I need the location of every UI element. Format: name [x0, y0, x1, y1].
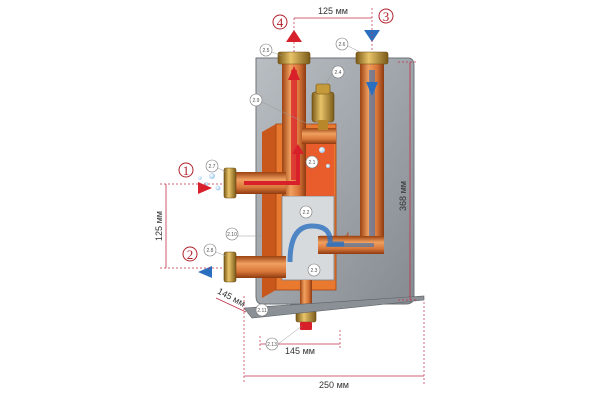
cold-outlet-pipe — [232, 256, 286, 278]
dimension-lines — [160, 8, 425, 384]
port-2-label: 2 — [187, 247, 194, 262]
port-1-label: 1 — [183, 163, 190, 178]
drain-cap — [300, 322, 312, 330]
port-3-marker: 3 — [378, 8, 394, 24]
dim-top-spacing: 125 мм — [318, 6, 348, 16]
callout-2-1: 2.1 — [309, 160, 316, 166]
leader-lines — [215, 45, 361, 345]
air-bubble — [319, 147, 325, 153]
mounting-bracket — [243, 295, 425, 319]
dim-width: 250 мм — [319, 380, 349, 390]
riser-to-separator — [302, 128, 336, 144]
port-1-hot-arrow — [198, 182, 212, 194]
callout-2-10: 2.10 — [227, 232, 237, 238]
callout-2-4: 2.4 — [335, 70, 342, 76]
callout-2-9: 2.9 — [253, 98, 260, 104]
callouts — [203, 37, 349, 351]
callout-2-13: 2.13 — [267, 342, 277, 348]
air-bubble — [209, 173, 215, 179]
hot-riser-arrow — [288, 66, 300, 80]
dimension-measure-lines — [165, 17, 424, 377]
top-nut-left — [277, 51, 311, 65]
separator-swirl — [287, 223, 344, 263]
top-nut-right — [355, 51, 389, 65]
hot-inlet-flow-arrow — [292, 144, 304, 154]
callout-2-6: 2.6 — [339, 42, 346, 48]
port-2-cold-arrow — [198, 266, 212, 278]
dim-left-spacing: 125 мм — [154, 211, 164, 241]
drain-tube — [300, 280, 312, 306]
air-bubble — [326, 164, 330, 168]
hot-inlet-nut — [223, 167, 237, 199]
return-horizontal-flow — [326, 243, 374, 247]
callout-2-11: 2.11 — [257, 308, 267, 314]
callout-2-2: 2.2 — [303, 210, 310, 216]
port-4-marker: 4 — [272, 14, 288, 30]
air-vent-body — [311, 91, 335, 123]
port-3-label: 3 — [383, 9, 390, 24]
hot-inlet-flow — [244, 150, 300, 185]
cold-return-flow — [369, 70, 375, 240]
hot-riser-flow — [291, 70, 297, 180]
cold-return-arrow — [366, 82, 378, 96]
air-vent-cap — [315, 83, 331, 95]
port-4-label: 4 — [277, 15, 284, 30]
dim-bottom-depth: 145 мм — [285, 346, 315, 356]
air-bubble — [215, 185, 221, 191]
port-2-marker: 2 — [182, 246, 198, 262]
air-vent-neck — [318, 120, 328, 130]
callout-2-3: 2.3 — [311, 268, 318, 274]
dim-height: 368 мм — [398, 181, 408, 211]
callout-2-8: 2.8 — [207, 248, 214, 254]
cold-outlet-nut — [223, 251, 237, 283]
callout-2-5: 2.5 — [263, 48, 270, 54]
port-1-marker: 1 — [178, 162, 194, 178]
air-bubble — [198, 176, 202, 180]
insulation-box — [262, 124, 276, 298]
callout-2-7: 2.7 — [209, 164, 216, 170]
